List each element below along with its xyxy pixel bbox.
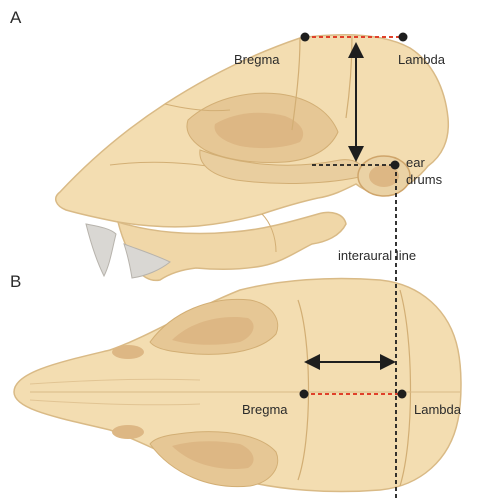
lambda-dot-b [398, 390, 407, 399]
interaural-line-label: interaural line [338, 248, 416, 263]
lateral-skull [56, 35, 449, 281]
upper-incisor [86, 224, 116, 276]
bregma-label-a: Bregma [234, 52, 280, 67]
ear-drum-dot [391, 161, 400, 170]
lambda-dot-a [399, 33, 408, 42]
bregma-label-b: Bregma [242, 402, 288, 417]
bregma-dot-a [301, 33, 310, 42]
ear-drums-label: ear drums [406, 154, 446, 188]
panel-label-b: B [10, 272, 21, 292]
bregma-dot-b [300, 390, 309, 399]
lambda-label-b: Lambda [414, 402, 461, 417]
dorsal-skull [14, 278, 461, 491]
panel-label-a: A [10, 8, 21, 28]
lambda-label-a: Lambda [398, 52, 445, 67]
